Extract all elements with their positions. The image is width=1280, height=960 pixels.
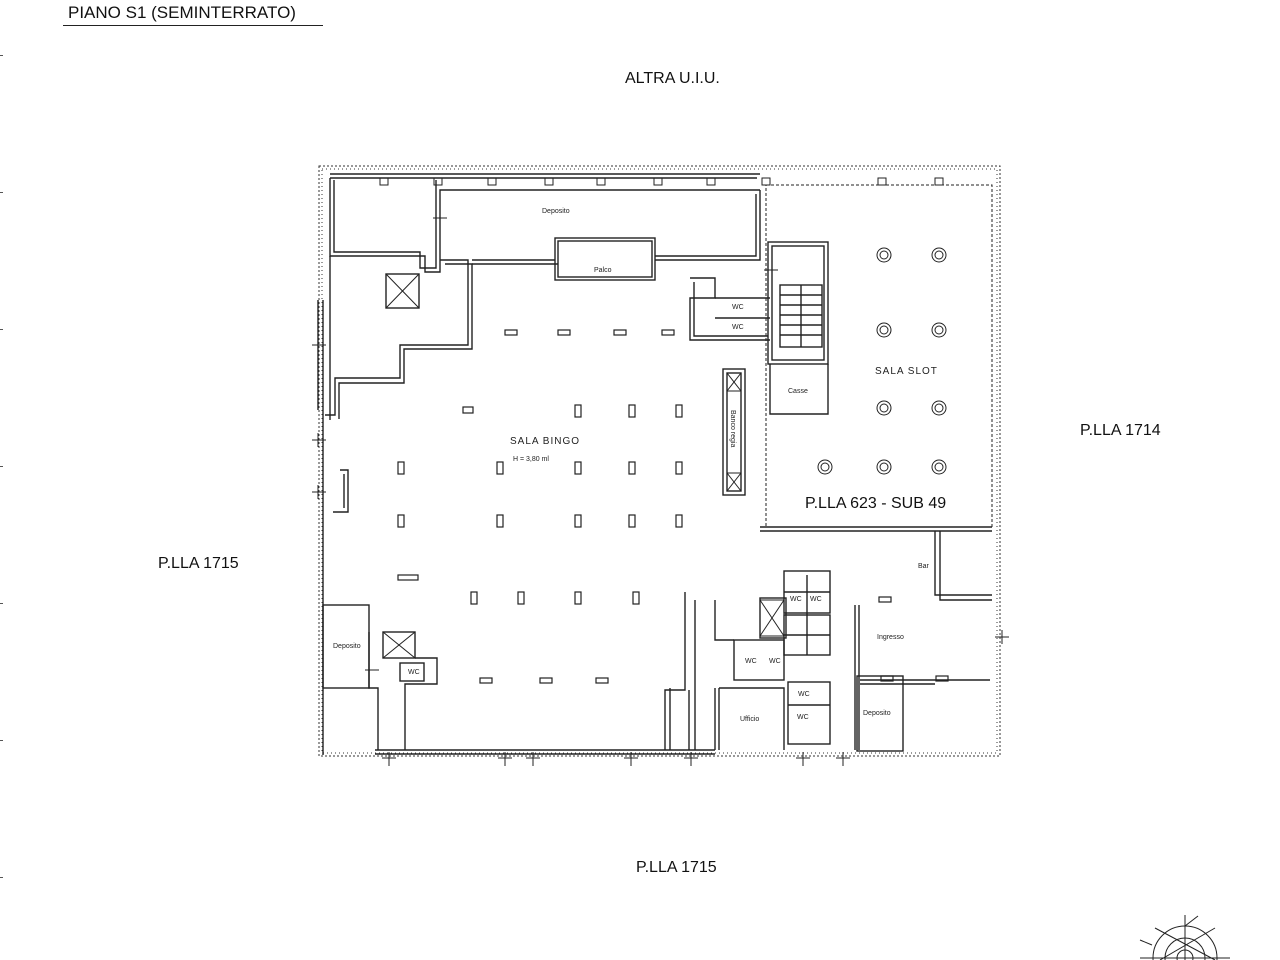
room-wc-d: WC — [769, 658, 781, 665]
plan-title: PIANO S1 (SEMINTERRATO) — [68, 3, 296, 22]
neighbor-bottom: P.LLA 1715 — [636, 859, 717, 876]
edge-tick — [0, 740, 3, 741]
title-underline — [63, 25, 323, 26]
room-palco: Palco — [594, 267, 612, 274]
room-labels: Deposito Palco WC WC Casse Bar Ingresso … — [333, 208, 930, 723]
room-wc-e: WC — [798, 691, 810, 698]
room-wc-left: WC — [408, 669, 420, 676]
neighbor-left: P.LLA 1715 — [158, 555, 239, 572]
unit-label: P.LLA 623 - SUB 49 — [805, 495, 947, 512]
room-cassa: Casse — [788, 388, 808, 395]
room-wc-b: WC — [810, 596, 822, 603]
pilasters — [379, 177, 944, 186]
slot-pillars — [817, 247, 947, 475]
room-sala-bingo: SALA BINGO — [510, 436, 580, 447]
room-height: H = 3,80 ml — [513, 456, 549, 463]
room-deposito-left: Deposito — [333, 643, 361, 650]
room-ufficio: Ufficio — [740, 716, 759, 723]
lot-boundary — [318, 165, 1001, 757]
room-sala-slot: SALA SLOT — [875, 366, 938, 377]
neighbor-top: ALTRA U.I.U. — [625, 70, 720, 87]
edge-tick — [0, 192, 3, 193]
room-wc-2: WC — [732, 324, 744, 331]
room-wc-f: WC — [797, 714, 809, 721]
pillars — [397, 329, 949, 684]
edge-tick — [0, 329, 3, 330]
room-deposito-bottom: Deposito — [863, 710, 891, 717]
section-marks — [312, 217, 1009, 766]
edge-tick — [0, 877, 3, 878]
shafts — [382, 273, 785, 659]
edge-tick — [0, 466, 3, 467]
edge-tick — [0, 55, 3, 56]
walls — [317, 173, 993, 755]
room-wc-a: WC — [790, 596, 802, 603]
room-ingresso: Ingresso — [877, 634, 904, 641]
room-wc-1: WC — [732, 304, 744, 311]
room-deposito-top: Deposito — [542, 208, 570, 215]
room-banco-regia: Banco regia — [729, 410, 736, 447]
room-wc-c: WC — [745, 658, 757, 665]
room-bar: Bar — [918, 563, 930, 570]
compass-rose-icon — [1139, 915, 1230, 960]
neighbor-right: P.LLA 1714 — [1080, 422, 1161, 439]
edge-tick — [0, 603, 3, 604]
hall-labels: SALA SLOT SALA BINGO H = 3,80 ml — [510, 366, 938, 463]
